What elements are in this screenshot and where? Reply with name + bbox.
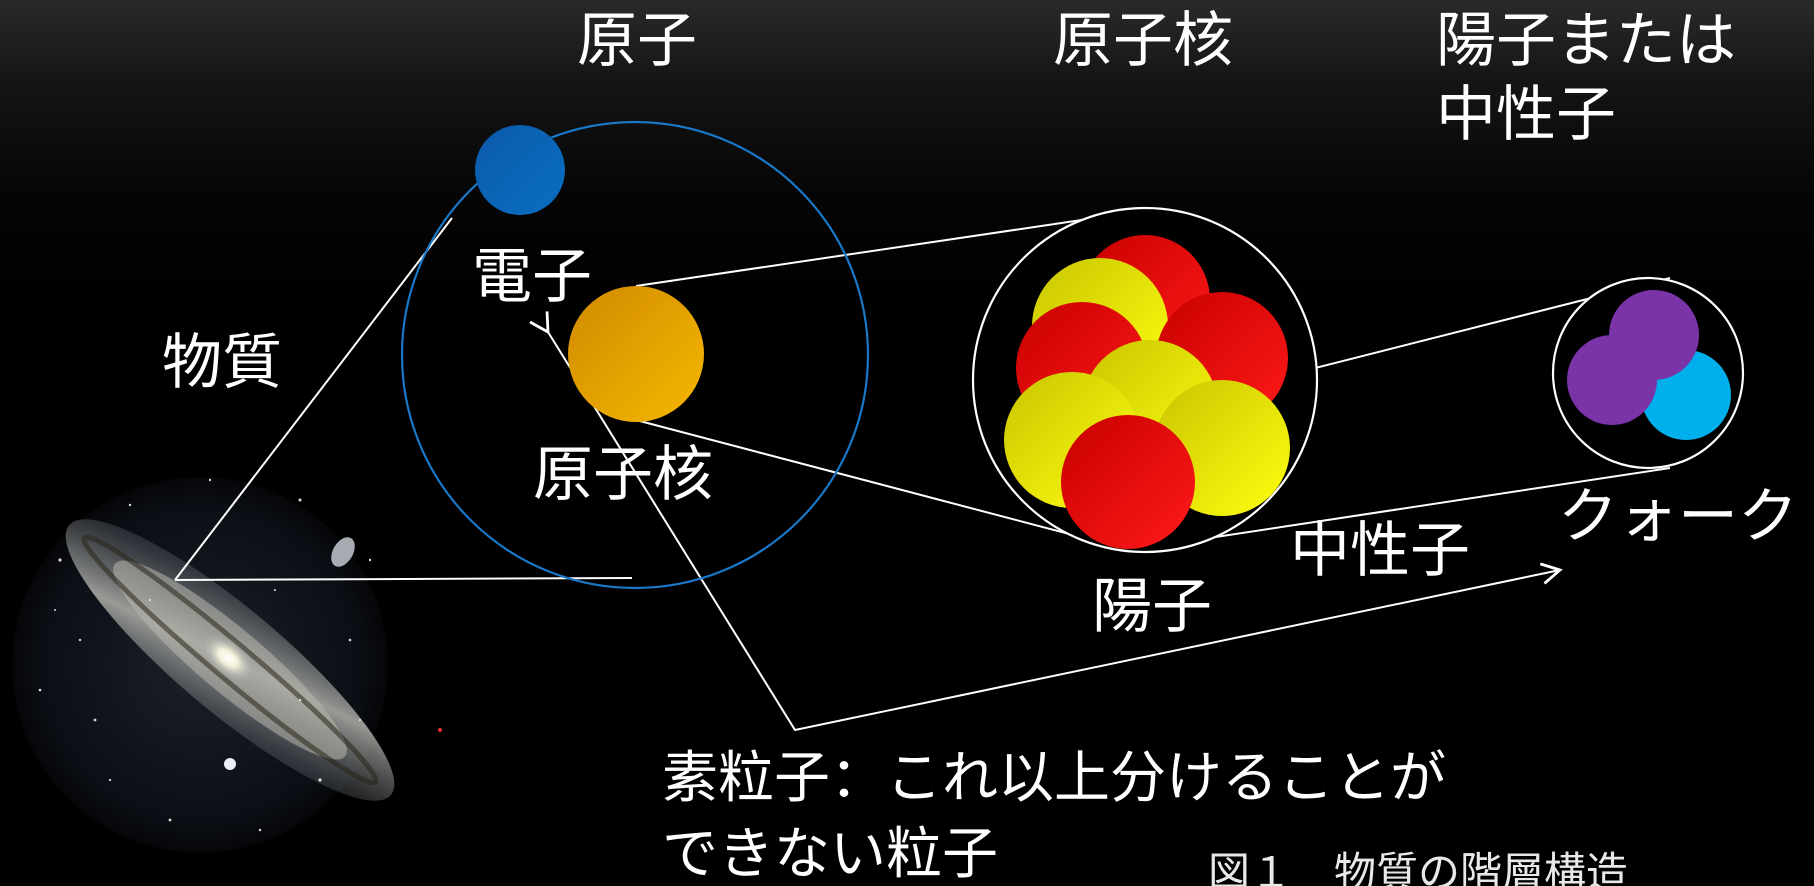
- connector-nucleus-to-zoom-top: [635, 217, 1096, 287]
- label-neutron: 中性子: [1290, 516, 1470, 586]
- heading-nucleon: 陽子または: [1436, 6, 1736, 76]
- nucleus-zoom: [971, 206, 1319, 554]
- elementary-particle-line1: 素粒子：これ以上分けることが: [662, 746, 1446, 811]
- elementary-particle-line2: できない粒子: [662, 822, 998, 886]
- atomic-nucleus-particle: [568, 286, 704, 422]
- connector-matter-to-atom-top: [174, 217, 453, 581]
- heading-nucleus: 原子核: [1053, 6, 1233, 76]
- heading-atom: 原子: [577, 6, 697, 76]
- atom-model: [400, 120, 870, 590]
- nucleon-zoom: [1551, 276, 1745, 470]
- heading-nucleon-line2: 中性子: [1436, 80, 1616, 150]
- label-proton: 陽子: [1092, 572, 1212, 642]
- label-atomic-nucleus: 原子核: [533, 440, 713, 510]
- quark-ball: [1609, 290, 1699, 380]
- figure-caption: 図１ 物質の階層構造: [1208, 848, 1629, 886]
- electron-orbit: [400, 120, 870, 590]
- elementary-particle-arrows: [529, 311, 1563, 732]
- electron-particle: [475, 125, 565, 215]
- proton-ball: [1061, 415, 1195, 549]
- galaxy-image: [12, 477, 442, 853]
- label-electron: 電子: [472, 242, 592, 312]
- label-quark: クォーク: [1558, 482, 1798, 552]
- connector-lines: [174, 217, 1671, 732]
- label-matter: 物質: [162, 328, 282, 398]
